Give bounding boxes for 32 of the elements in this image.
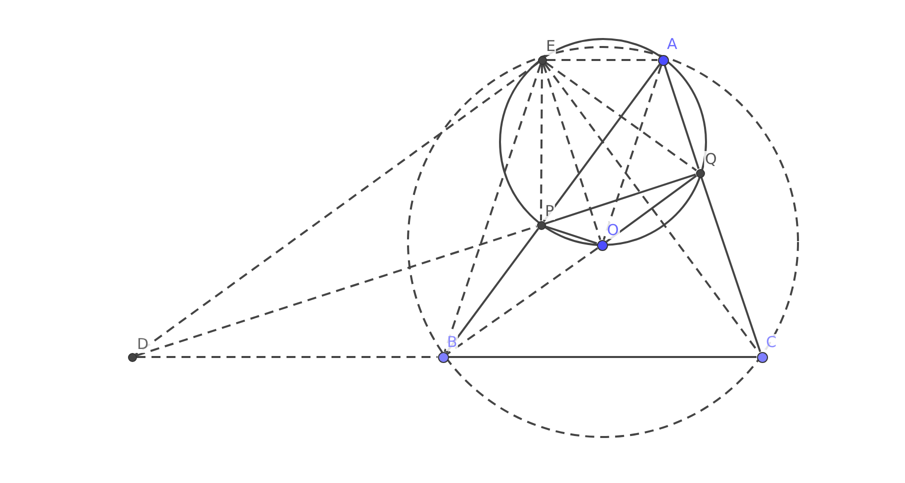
point-label: C [765,334,778,351]
dashed-segment [136,356,438,358]
point [756,352,768,362]
dashed-segment [545,62,697,172]
point-label: Q [704,151,718,168]
point-label: B [446,334,458,351]
line-segment [542,64,660,222]
point-label: O [606,222,620,239]
point [596,240,608,250]
dashed-segment [444,64,542,352]
line-segment [544,173,696,225]
point-label: E [545,38,556,55]
point [658,54,668,66]
point-label: P [544,203,556,220]
line-segment [446,228,540,354]
line-segment [544,225,598,244]
dashed-segment [602,64,662,240]
point-label: D [136,336,150,353]
point [438,352,448,362]
dashed-segment [136,225,537,357]
line-segment [664,64,700,170]
point [538,56,546,64]
dashed-segment [446,247,598,355]
point [128,352,136,362]
line-segment [448,356,756,358]
line-segment [606,174,697,242]
point [536,220,546,230]
dashed-segment [135,62,539,356]
dashed-segment [542,64,602,240]
line-segment [700,176,762,352]
dashed-segment [540,64,543,220]
dashed-segment [546,59,658,61]
